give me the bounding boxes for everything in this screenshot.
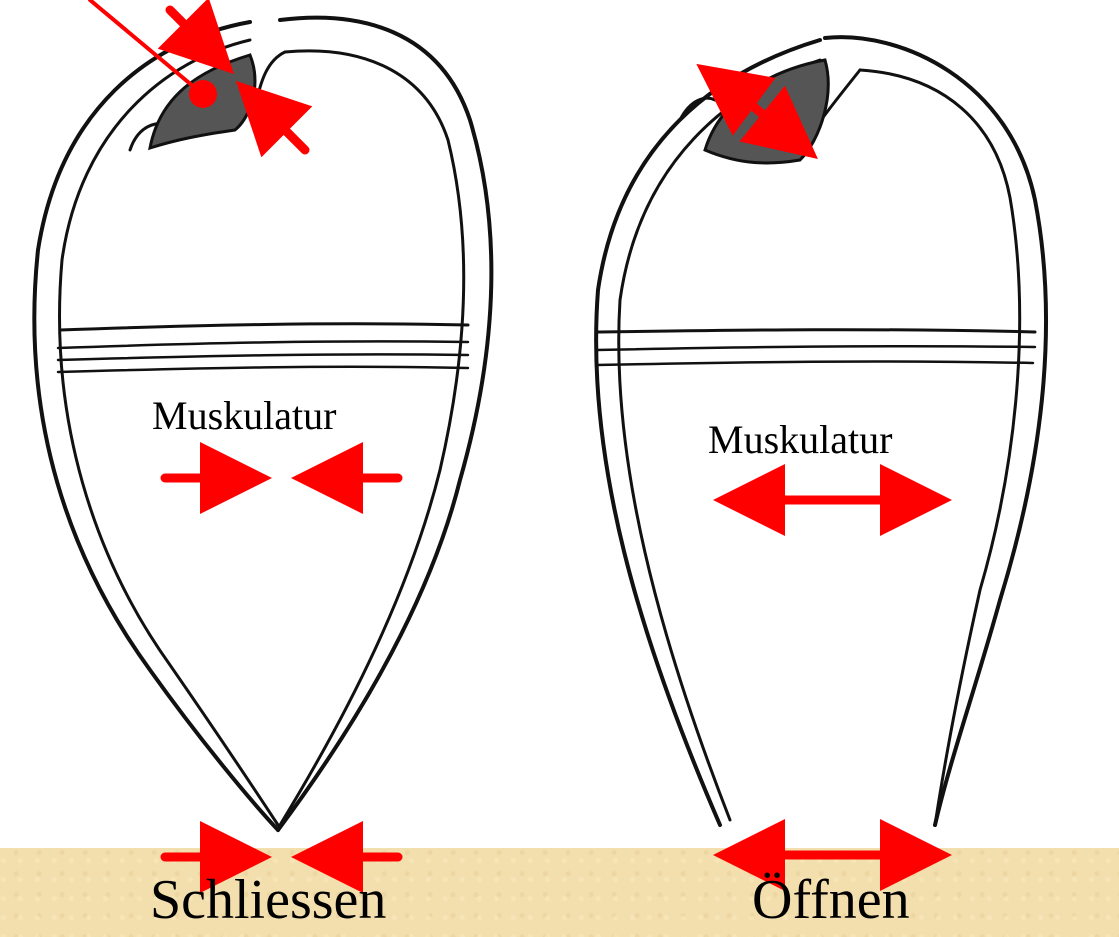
muscle-label-closed: Muskulatur [152,396,336,436]
caption-closing: Schliessen [150,872,386,928]
muscle-label-open: Muskulatur [708,420,892,460]
ligament-arrow-lower [255,100,305,150]
red-arrows-open [718,80,925,855]
ligament-double-arrow-head-a [718,80,745,100]
pointer-line [90,0,200,92]
caption-opening: Öffnen [752,872,910,928]
pivot-dot [189,80,217,108]
